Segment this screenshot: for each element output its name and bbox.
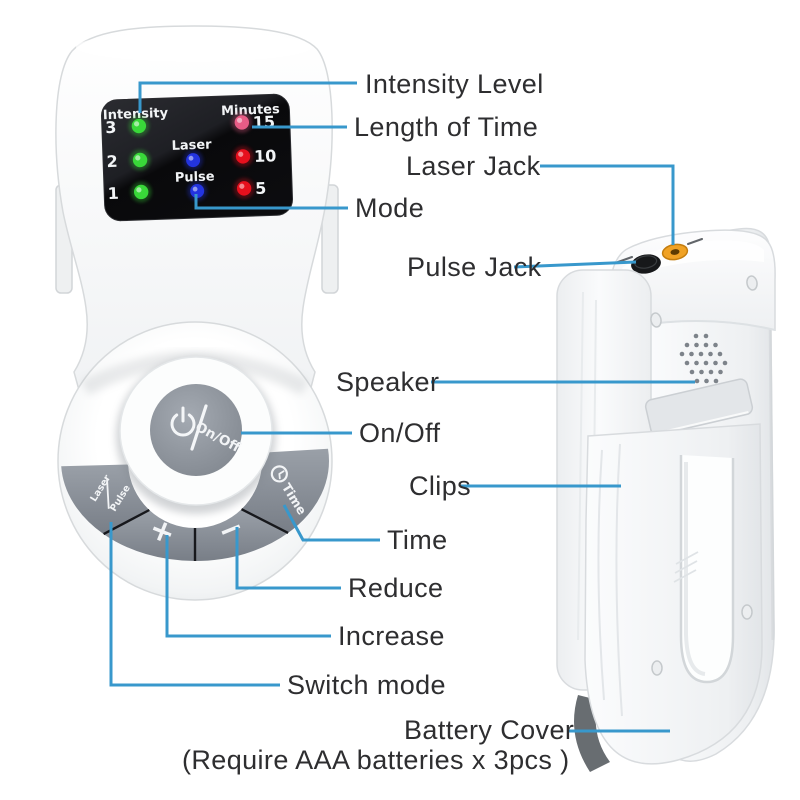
label-mode: Mode bbox=[355, 193, 425, 223]
laser-pulse-button bbox=[61, 464, 150, 535]
minutes-leds bbox=[231, 111, 255, 199]
body-gloss-highlight bbox=[76, 32, 312, 62]
segment-divider bbox=[240, 508, 289, 534]
battery-cover bbox=[584, 423, 763, 765]
line-laser-jack bbox=[540, 164, 675, 245]
line-pulse-jack bbox=[513, 260, 637, 269]
clip bbox=[679, 455, 735, 684]
label-laser-jack: Laser Jack bbox=[406, 151, 541, 181]
label-time: Time bbox=[387, 525, 448, 555]
power-slash bbox=[190, 404, 208, 451]
callout-lines bbox=[109, 81, 695, 733]
intensity-leds bbox=[128, 115, 152, 203]
led-display-panel: Intensity Minutes 3 2 1 bbox=[101, 93, 294, 222]
screw-holes bbox=[650, 275, 758, 676]
label-switch-mode: Switch mode bbox=[287, 670, 446, 700]
label-clips: Clips bbox=[409, 471, 472, 501]
side-device bbox=[556, 227, 776, 772]
intensity-label: Intensity bbox=[103, 106, 169, 123]
cover-seams bbox=[597, 443, 623, 717]
line-time bbox=[282, 504, 380, 542]
label-on-off: On/Off bbox=[359, 418, 441, 448]
minutes-5: 5 bbox=[255, 179, 267, 198]
line-mode bbox=[194, 194, 348, 210]
label-pulse-jack: Pulse Jack bbox=[407, 252, 542, 282]
laser-label: Laser bbox=[171, 137, 212, 153]
line-intensity-level bbox=[138, 81, 357, 113]
intensity-1: 1 bbox=[107, 184, 119, 203]
label-increase: Increase bbox=[338, 621, 445, 651]
clock-icon bbox=[270, 465, 288, 483]
line-switch-mode bbox=[109, 522, 280, 687]
pulse-jack bbox=[631, 254, 661, 274]
intensity-2: 2 bbox=[106, 152, 118, 171]
label-length-of-time: Length of Time bbox=[354, 112, 539, 142]
label-intensity-level: Intensity Level bbox=[365, 69, 544, 99]
battery-cover-edge bbox=[574, 695, 610, 772]
label-reduce: Reduce bbox=[348, 573, 444, 603]
line-increase bbox=[165, 535, 331, 638]
minutes-15: 15 bbox=[252, 112, 275, 132]
power-icon bbox=[170, 404, 208, 451]
label-speaker: Speaker bbox=[336, 367, 440, 397]
power-button bbox=[150, 384, 242, 476]
clip-ridges bbox=[673, 551, 699, 583]
minutes-10: 10 bbox=[254, 146, 277, 166]
right-side-tab bbox=[321, 184, 339, 294]
line-reduce bbox=[235, 527, 341, 590]
speaker-grille bbox=[679, 333, 728, 384]
pulse-label: Pulse bbox=[175, 169, 215, 185]
label-battery-cover: Battery Cover bbox=[404, 715, 575, 745]
label-battery-note: (Require AAA batteries x 3pcs ) bbox=[182, 745, 570, 775]
intensity-3: 3 bbox=[105, 118, 117, 137]
front-device: On/Off Laser Pulse + − Time Intensity Mi… bbox=[55, 25, 339, 601]
